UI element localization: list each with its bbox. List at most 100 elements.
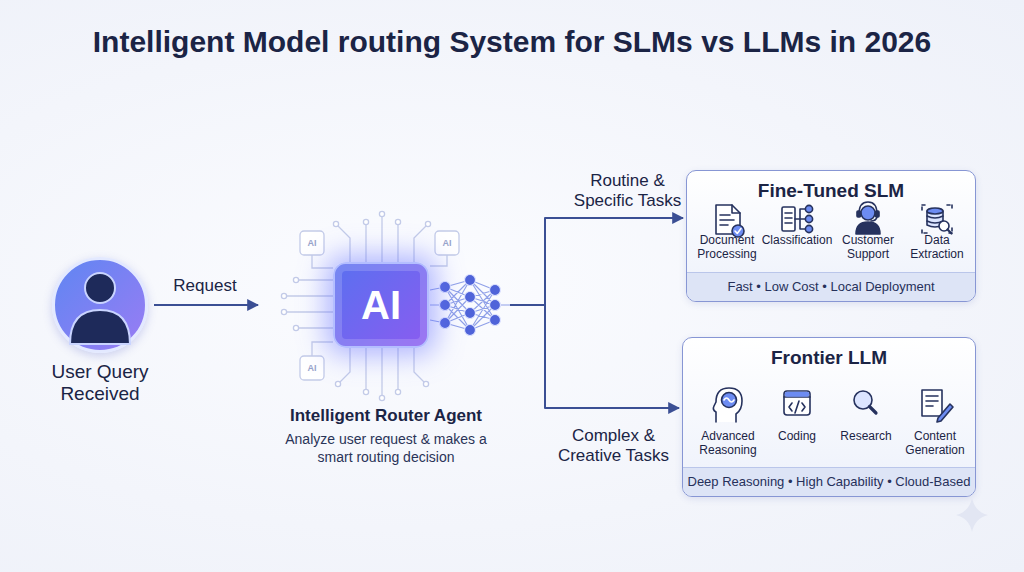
band-text: Fast • Low Cost • Local Deployment <box>687 273 975 301</box>
node-description: Analyze user request & makes a smart rou… <box>281 430 491 466</box>
circuit-lines <box>312 255 447 356</box>
circuit-lines <box>284 280 333 328</box>
data-extraction-icon <box>948 230 952 234</box>
band-text: Deep Reasoning • High Capability • Cloud… <box>683 468 975 496</box>
chip-tag: AI <box>435 231 459 255</box>
neural-network-icon <box>440 300 451 311</box>
neural-network-icon <box>465 308 476 319</box>
data-extraction-icon <box>922 205 952 234</box>
node-label: User Query Received <box>38 361 162 405</box>
circuit-lines <box>338 348 426 398</box>
document-icon <box>716 205 744 237</box>
neural-network-icon <box>465 275 476 286</box>
mini-chip <box>300 356 324 380</box>
icon-label: Coding <box>757 429 837 443</box>
classification-icon <box>782 205 813 232</box>
person-icon <box>70 273 130 344</box>
circuit-dots <box>379 395 384 400</box>
icon-label: Classification <box>757 233 837 247</box>
document-icon <box>732 205 740 213</box>
circuit-dots <box>333 221 338 226</box>
circuit-dots <box>281 211 430 400</box>
feature-band: Deep Reasoning • High Capability • Cloud… <box>683 467 975 496</box>
mini-chip <box>300 231 324 255</box>
neural-network-icon <box>490 285 501 296</box>
flow-connector <box>154 304 258 306</box>
icon-label: Research <box>826 429 906 443</box>
classification-icon <box>782 207 795 231</box>
icon-label: Advanced Reasoning <box>688 429 768 457</box>
code-icon <box>789 401 805 413</box>
chip-label: AI <box>333 262 429 348</box>
code-icon <box>784 391 810 415</box>
circuit-dots <box>293 325 298 330</box>
router-agent: AIIntelligent Router AgentAnalyze user r… <box>262 232 510 378</box>
classification-icon <box>805 225 812 232</box>
flow-connector <box>510 218 683 305</box>
circuit-dots <box>335 381 340 386</box>
circuit-dots <box>363 219 368 224</box>
reasoning-icon <box>713 388 742 422</box>
circuit-dots <box>281 293 286 298</box>
person-icon <box>70 310 130 344</box>
mini-chip <box>435 231 459 255</box>
support-icon <box>871 217 877 221</box>
reasoning-icon <box>713 388 742 422</box>
classification-icon <box>785 213 792 223</box>
chip-tag: AI <box>300 231 324 255</box>
icon-label: Document Processing <box>687 233 767 261</box>
neural-network-icon <box>440 275 501 336</box>
circuit-dots <box>281 309 286 314</box>
reasoning-icon <box>722 393 737 408</box>
content-icon <box>937 404 953 422</box>
research-icon <box>854 391 876 413</box>
code-icon <box>784 391 810 415</box>
circuit-dots <box>425 221 430 226</box>
edge-label: Routine & Specific Tasks <box>565 171 690 211</box>
sparkle-mark <box>956 498 988 532</box>
classification-icon <box>805 205 812 212</box>
research-icon <box>870 407 877 414</box>
circuit-dots <box>293 277 298 282</box>
document-icon <box>720 215 734 225</box>
circuit-dots <box>395 389 400 394</box>
neural-network-icon <box>465 292 476 303</box>
code-icon <box>785 392 809 397</box>
circuit-dots <box>379 211 384 216</box>
box-heading: Fine-Tuned SLM <box>687 180 975 202</box>
data-extraction-icon <box>927 208 943 214</box>
icon-label: Customer Support <box>828 233 908 261</box>
edge-label: Request <box>165 276 245 296</box>
data-extraction-icon <box>922 205 952 233</box>
circuit-dots <box>363 389 368 394</box>
circuit-dots <box>395 219 400 224</box>
support-icon <box>856 202 880 234</box>
content-icon <box>922 390 953 422</box>
reasoning-icon <box>724 398 734 402</box>
classification-icon <box>805 215 812 222</box>
neural-network-icon <box>430 275 510 336</box>
chip-tag: AI <box>300 356 324 380</box>
edge-label: Complex & Creative Tasks <box>551 426 676 466</box>
node-title: Intelligent Router Agent <box>246 406 526 426</box>
flow-connector <box>510 305 679 408</box>
neural-network-icon <box>490 300 501 311</box>
box-heading: Frontier LLM <box>683 347 975 369</box>
content-icon <box>926 396 938 406</box>
support-icon <box>859 202 877 214</box>
support-icon <box>856 222 880 234</box>
person-icon <box>85 273 115 303</box>
neural-network-icon <box>490 315 501 326</box>
support-icon <box>861 206 875 220</box>
support-icon <box>876 211 880 217</box>
feature-band: Fast • Low Cost • Local Deployment <box>687 272 975 301</box>
neural-network-icon <box>430 280 510 330</box>
icon-label: Content Generation <box>895 429 975 457</box>
circuit-lines <box>336 214 428 262</box>
icon-label: Data Extraction <box>897 233 977 261</box>
